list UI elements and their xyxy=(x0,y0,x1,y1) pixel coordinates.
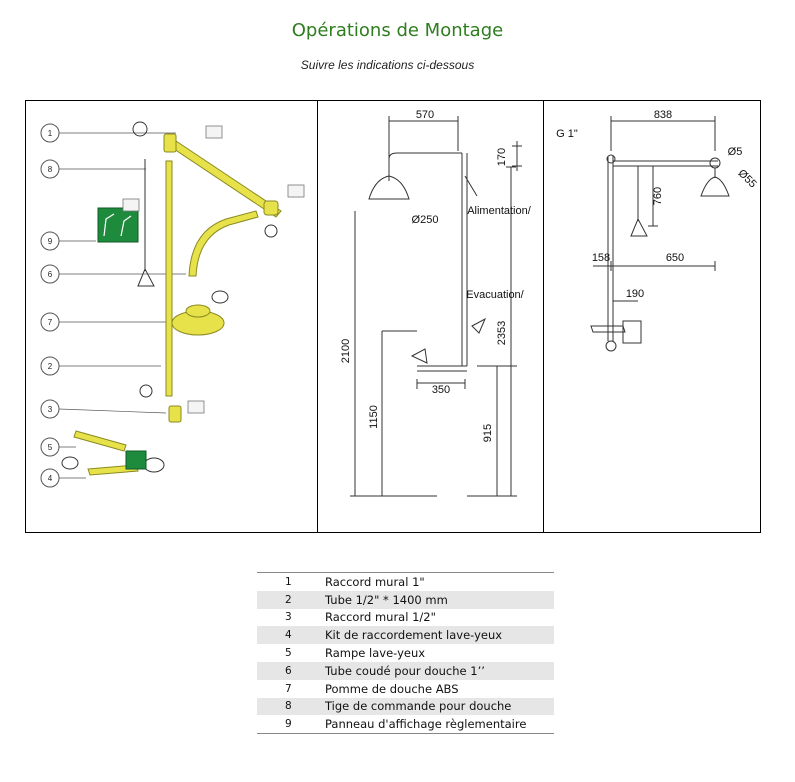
table-row: 5 Rampe lave-yeux xyxy=(257,644,554,662)
dim-2353: 2353 xyxy=(496,321,508,345)
part-number: 1 xyxy=(257,571,325,591)
callout-4: 4 xyxy=(48,474,53,483)
part-number: 9 xyxy=(257,715,325,735)
callout-6: 6 xyxy=(48,270,53,279)
page-title: Opérations de Montage xyxy=(291,20,504,41)
part-label: Raccord mural 1/2" xyxy=(325,610,436,625)
callout-7: 7 xyxy=(48,318,53,327)
label-g1: G 1" xyxy=(556,128,578,140)
part-number: 5 xyxy=(285,647,292,660)
dim-diameter-55: Ø55 xyxy=(736,167,759,190)
dim-2100: 2100 xyxy=(340,339,352,363)
side-view-drawing: 570 170 Ø250 Alimentation/ Evacuation/ 2… xyxy=(340,109,532,497)
part-label: Pomme de douche ABS xyxy=(325,681,459,696)
part-label: Raccord mural 1" xyxy=(325,571,554,591)
callout-5: 5 xyxy=(48,443,53,452)
panel-divider xyxy=(543,101,544,532)
exploded-view: 1 8 9 6 7 2 3 5 4 xyxy=(40,121,305,488)
table-row: 3 Raccord mural 1/2" xyxy=(257,609,554,627)
dim-diameter-250: Ø250 xyxy=(412,214,439,226)
part-number: 8 xyxy=(257,697,325,716)
dim-170: 170 xyxy=(496,148,508,166)
part-label: Tube coudé pour douche 1’’ xyxy=(325,661,554,680)
dim-650: 650 xyxy=(666,252,684,264)
dim-760: 760 xyxy=(652,187,664,205)
part-label: Tige de commande pour douche xyxy=(325,697,554,716)
callout-2: 2 xyxy=(48,362,53,371)
dim-1150: 1150 xyxy=(368,405,380,429)
diagram-frame xyxy=(25,100,761,533)
label-alimentation: Alimentation/ xyxy=(467,205,532,217)
part-number: 4 xyxy=(257,626,325,645)
part-label: Panneau d'affichage règlementaire xyxy=(325,715,554,735)
part-number: 3 xyxy=(285,611,292,624)
callout-8: 8 xyxy=(48,165,53,174)
dim-570: 570 xyxy=(416,109,434,121)
label-evacuation: Evacuation/ xyxy=(466,289,524,301)
dim-915: 915 xyxy=(482,424,494,442)
part-label: Tube 1/2" * 1400 mm xyxy=(325,590,554,609)
callout-9: 9 xyxy=(48,237,53,246)
part-number: 2 xyxy=(257,590,325,609)
panel-divider xyxy=(317,101,318,532)
part-label: Kit de raccordement lave-yeux xyxy=(325,626,554,645)
dim-diameter-5: Ø5 xyxy=(728,146,743,158)
table-row: 7 Pomme de douche ABS xyxy=(257,680,554,698)
callout-1: 1 xyxy=(48,129,53,138)
part-label: Rampe lave-yeux xyxy=(325,646,426,661)
callout-3: 3 xyxy=(48,405,53,414)
page-subtitle: Suivre les indications ci-dessous xyxy=(300,58,475,72)
front-view-drawing: 838 G 1" Ø5 Ø55 760 158 650 190 xyxy=(556,109,759,352)
dim-190: 190 xyxy=(626,288,644,300)
part-number: 6 xyxy=(257,661,325,680)
dim-158: 158 xyxy=(592,252,610,264)
dim-350: 350 xyxy=(432,384,450,396)
part-number: 7 xyxy=(285,682,292,695)
dim-838: 838 xyxy=(654,109,672,121)
